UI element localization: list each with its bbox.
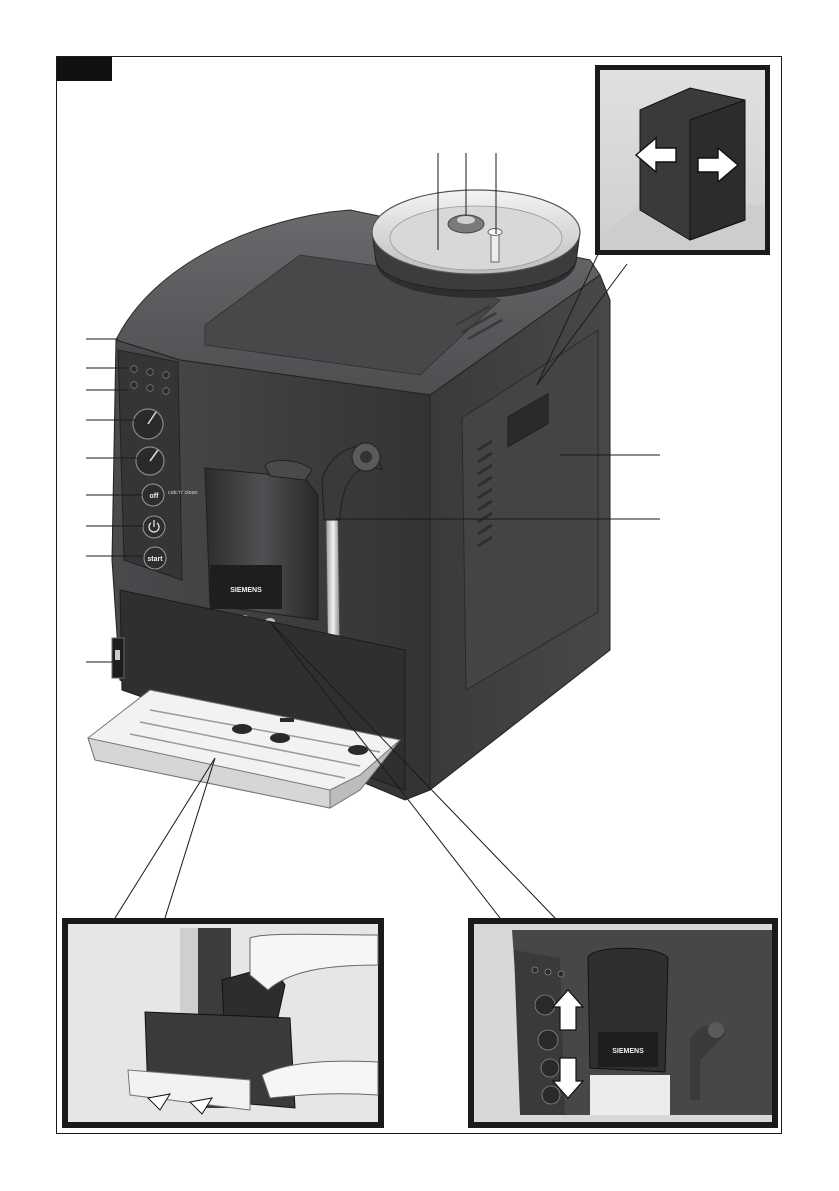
- lid-knob-top: [488, 229, 502, 236]
- grate-dot-3: [348, 745, 368, 755]
- inset-outlet-height: SIEMENS: [468, 918, 778, 1128]
- inset-brew-unit-slide: [595, 65, 770, 255]
- start-label: start: [147, 556, 163, 563]
- lid-knob: [491, 232, 499, 262]
- inset-drip-tray-removal: [62, 918, 384, 1128]
- lid-inner: [390, 206, 562, 270]
- lid-hub-top: [457, 216, 475, 224]
- off-label: off: [150, 493, 160, 500]
- inset-brand-label: SIEMENS: [612, 1048, 644, 1055]
- calc-clean-label: calc'n' clean: [168, 490, 198, 496]
- grate-dot-2: [270, 733, 290, 743]
- outlet-brand-label: SIEMENS: [230, 587, 262, 594]
- grate-dot-1: [232, 724, 252, 734]
